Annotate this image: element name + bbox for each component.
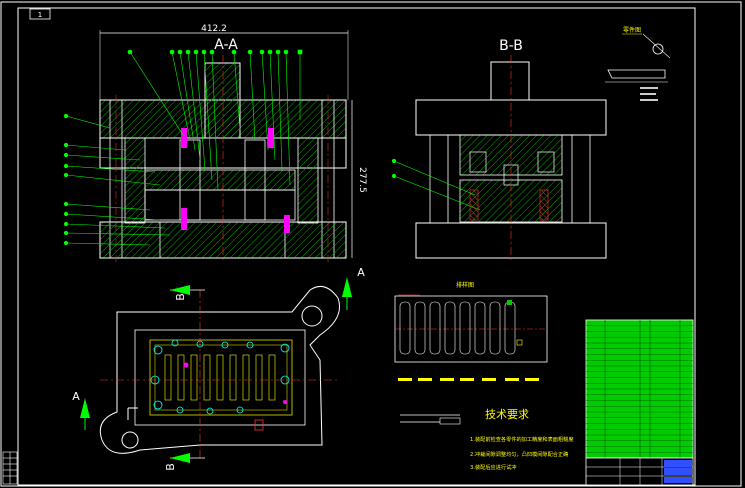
inner-frame [17, 7, 696, 486]
part-detail-view: 零件图 [605, 26, 671, 101]
cut-label-a-bottom: A [72, 390, 80, 403]
strip-layout-view: 排样图 [394, 281, 548, 381]
tech-item-3: 3.装配后应进行试冲 [470, 463, 516, 471]
cut-label-b-bottom: B [164, 463, 177, 471]
dim-width-label: 412.2 [201, 24, 227, 34]
top-label: 1 [38, 11, 42, 19]
cut-label-a-top: A [357, 266, 365, 279]
detail-label: 零件图 [623, 26, 641, 34]
tech-item-2: 2.冲裁间隙调整均匀，凸凹模间隙配合正确 [470, 450, 568, 458]
tech-notes: 技术要求 1.装配前检查各零件的加工精度和表面粗糙度 2.冲裁间隙调整均匀，凸凹… [400, 408, 574, 471]
tech-title: 技术要求 [485, 408, 529, 421]
cut-label-b-top: B [174, 293, 187, 301]
left-margin-table [2, 451, 18, 485]
dim-height-label: 277.5 [357, 167, 367, 193]
section-a-title: A-A [214, 37, 238, 53]
section-b-b-view: B-B [391, 38, 607, 262]
tech-item-1: 1.装配前检查各零件的加工精度和表面粗糙度 [470, 435, 574, 443]
section-a-a-view: 412.2 A-A 277.5 [63, 24, 367, 262]
strip-label: 排样图 [456, 281, 474, 289]
plan-view: A A B B [72, 266, 365, 471]
bill-of-materials-table [585, 319, 694, 486]
top-label-box [29, 8, 51, 20]
section-b-title: B-B [499, 38, 523, 54]
